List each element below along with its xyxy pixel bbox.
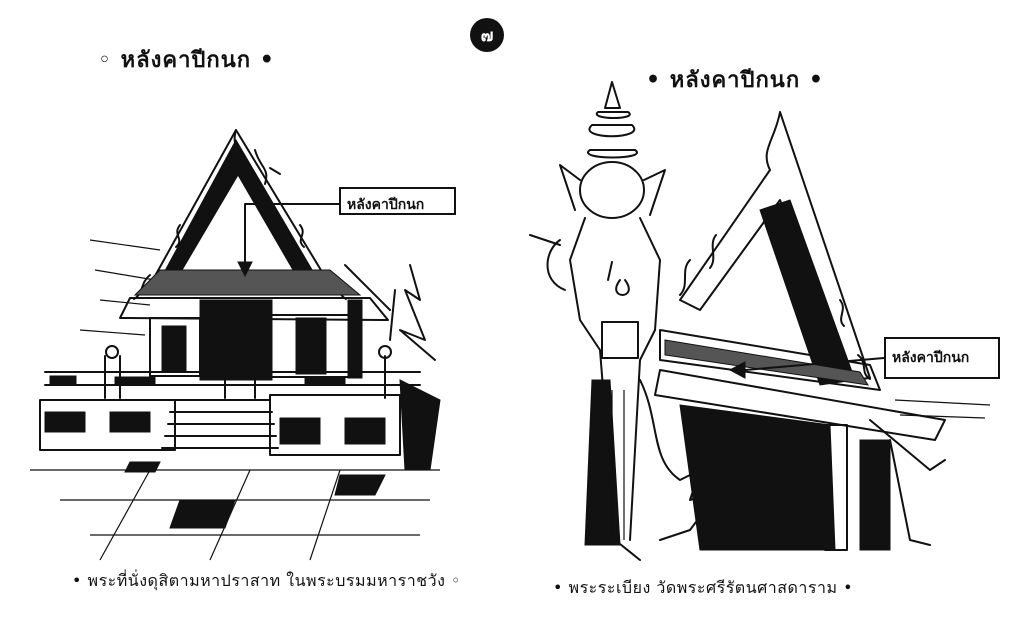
right-roof-callout-label: หลังคาปีกนก [884, 337, 1000, 379]
right-figure-heading: • หลังคาปีกนก • [646, 67, 824, 93]
page-number-badge: ๗ [470, 18, 504, 52]
left-figure-heading: ◦ หลังคาปีกนก • [98, 47, 275, 73]
left-pavilion-sketch [30, 129, 441, 561]
right-gallery-sketch [529, 81, 991, 561]
left-figure-caption: • พระที่นั่งดุสิตามหาปราสาท ในพระบรมมหาร… [72, 571, 461, 590]
left-roof-callout-label: หลังคาปีกนก [339, 187, 456, 215]
right-figure-caption: • พระระเบียง วัดพระศรีรัตนศาสดาราม • [553, 578, 854, 597]
